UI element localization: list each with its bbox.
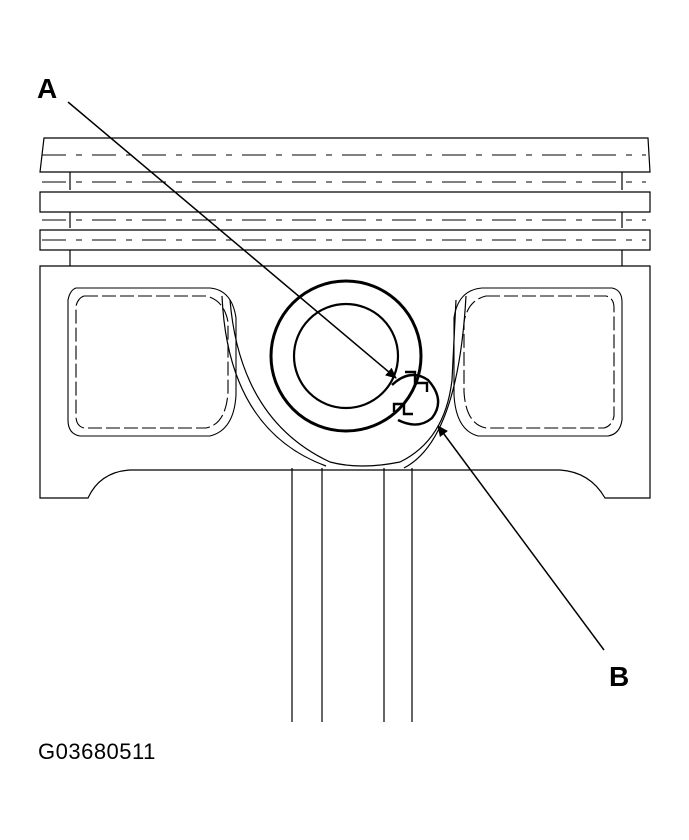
callout-label-a: A	[37, 73, 58, 104]
ring-groove-seams	[42, 154, 646, 241]
callout-label-b: B	[609, 661, 630, 692]
piston-skirt	[39, 265, 651, 499]
connecting-rod	[291, 468, 413, 722]
retaining-clip	[391, 370, 440, 426]
skirt-recesses	[67, 287, 623, 437]
leader-line-b	[437, 425, 605, 651]
piston-ring-lands	[39, 137, 651, 266]
piston-pin	[269, 279, 423, 433]
leader-line-a	[67, 101, 397, 379]
figure-code: G03680511	[38, 739, 156, 764]
